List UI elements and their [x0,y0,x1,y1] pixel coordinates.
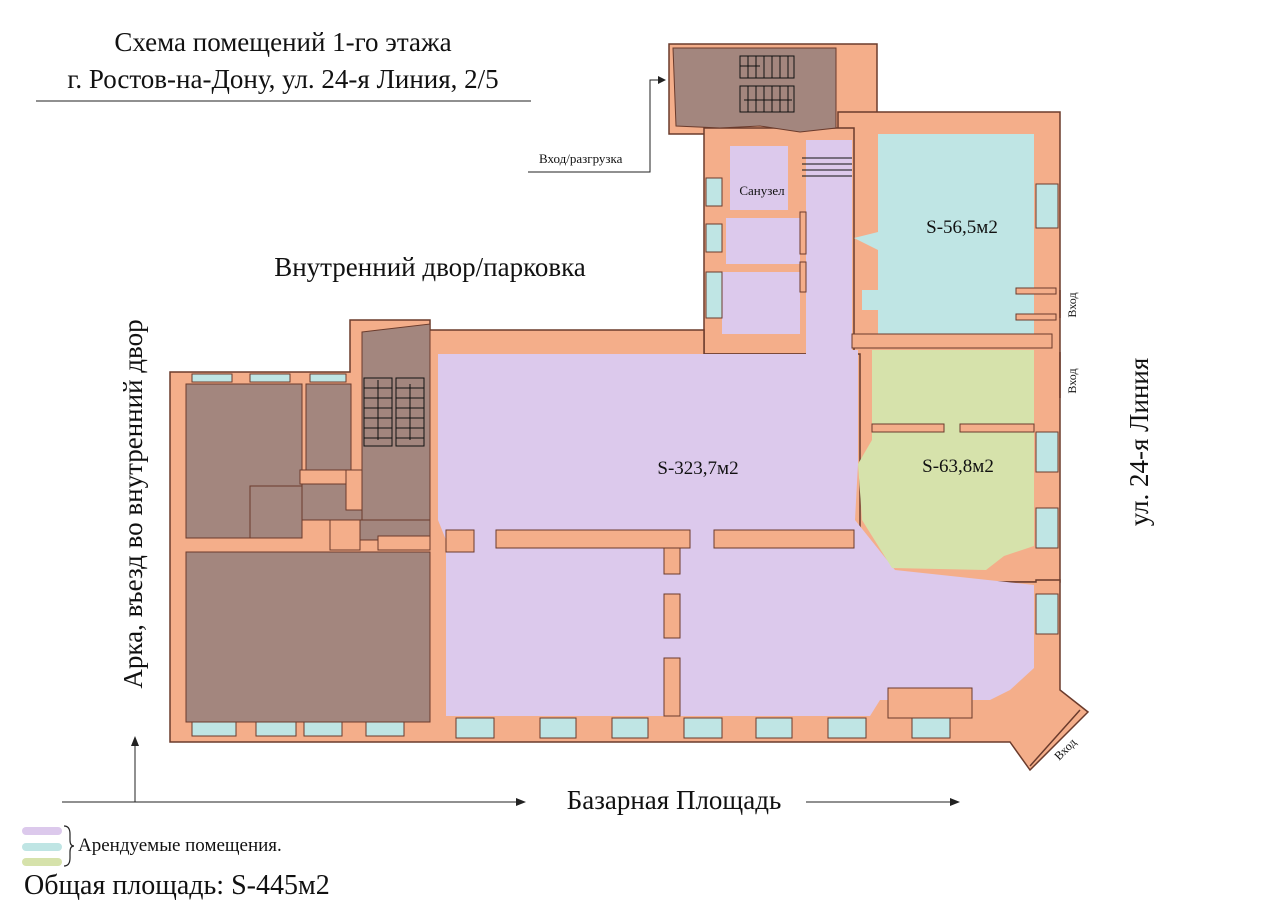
stairs-top [739,55,795,113]
courtyard-label: Внутренний двор/парковка [274,252,586,282]
room-blue-area: S-56,5м2 [926,217,998,238]
service-spaces [185,47,837,723]
rent-main-area [438,140,1034,716]
plan-title-line1: Схема помещений 1-го этажа [114,27,451,57]
bottom-arrow-right-head [950,798,960,806]
total-area: Общая площадь: S-445м2 [24,870,330,901]
entrance-label-2: Вход [1065,368,1079,393]
stairs-corridor [802,157,852,177]
stairs-left [363,377,425,447]
legend-text: Арендуемые помещения. [78,835,282,856]
room-main-area: S-323,7м2 [657,458,738,479]
arch-label: Арка, въезд во внутренний двор [118,319,148,688]
entrance-unload-arrow [528,79,664,173]
rent-green-area [858,350,1034,570]
legend: Арендуемые помещения. [22,825,282,867]
legend-swatch-green [22,858,62,866]
entrance-label-1: Вход [1065,292,1079,317]
entrance-unload-label: Вход/разгрузка [539,151,623,166]
legend-swatch-lilac [22,827,62,835]
inner-walls [299,211,1057,719]
legend-brace [63,825,75,867]
bathroom-label: Санузел [739,183,785,198]
rent-blue-area [854,134,1034,334]
street-right-label: ул. 24-я Линия [1124,358,1154,527]
windows [191,177,1059,739]
legend-swatch-blue [22,843,62,851]
entrance-unload-arrowhead [658,76,666,84]
plan-title-line2: г. Ростов-на-Дону, ул. 24-я Линия, 2/5 [67,64,498,94]
arch-arrowhead [131,736,139,746]
room-green-area: S-63,8м2 [922,456,994,477]
bottom-arrow-left-head [516,798,526,806]
street-bottom-label: Базарная Площадь [567,785,782,815]
entrance-door-marks [1029,290,1081,767]
